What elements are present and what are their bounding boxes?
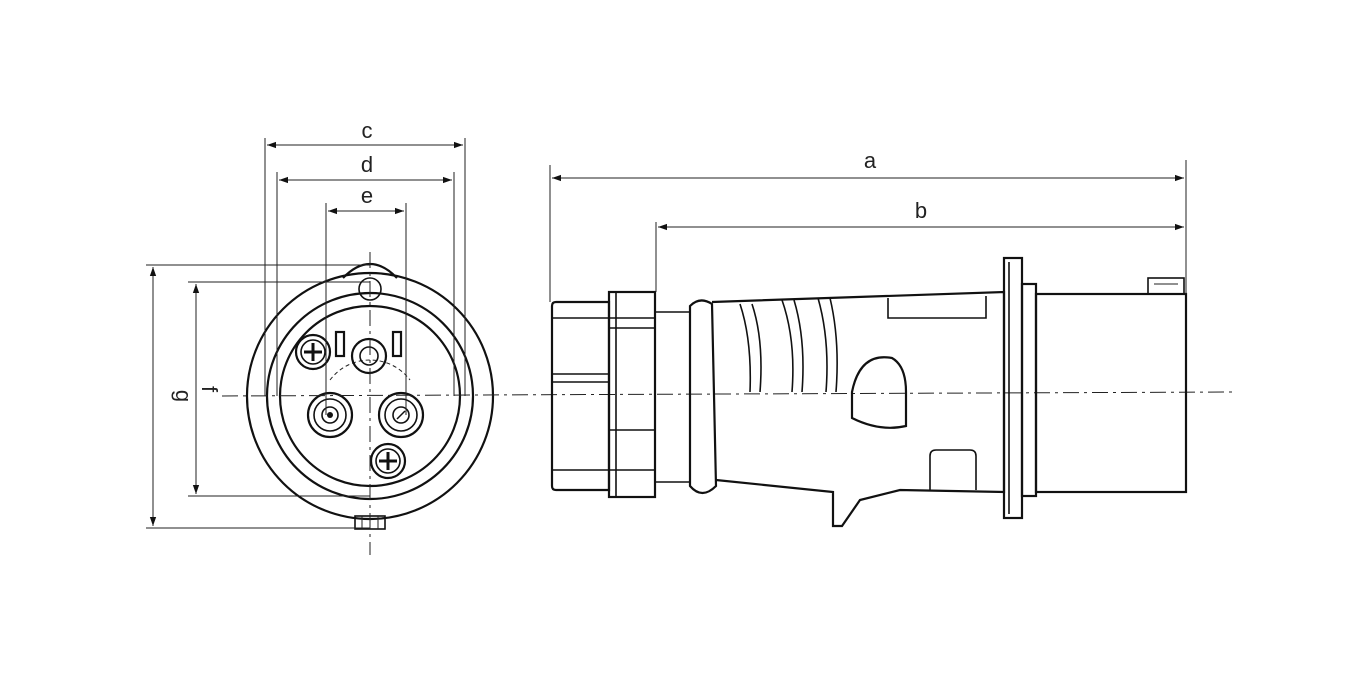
marker-right bbox=[391, 330, 403, 358]
grip-ridge-3 bbox=[781, 299, 794, 393]
dim-f-label: f bbox=[197, 386, 222, 393]
marker-left bbox=[334, 330, 346, 358]
screw-bottom-right-icon bbox=[369, 442, 407, 480]
earth-pin bbox=[350, 337, 388, 375]
front-view bbox=[245, 252, 495, 555]
dim-b-label: b bbox=[915, 198, 927, 223]
finger-dome bbox=[850, 356, 908, 429]
rear-flange bbox=[1002, 256, 1024, 520]
handle-body bbox=[711, 290, 1006, 528]
dim-d-label: d bbox=[361, 152, 373, 177]
grip-ridge-2 bbox=[751, 303, 762, 393]
grip-ridge-6 bbox=[829, 297, 838, 393]
pin-pattern-hidden-circle bbox=[329, 359, 411, 381]
front-cap bbox=[550, 300, 611, 492]
grip-ridge-1 bbox=[739, 303, 752, 393]
bottom-notch bbox=[929, 449, 977, 490]
top-slot bbox=[887, 296, 987, 319]
coupling-ring bbox=[607, 290, 657, 499]
grip-ridge-5 bbox=[817, 297, 828, 393]
sealing-collar bbox=[688, 299, 718, 495]
dim-c-label: c bbox=[362, 118, 373, 143]
main-centerline bbox=[221, 391, 1233, 397]
grip-ridge-4 bbox=[793, 299, 804, 393]
side-view bbox=[550, 256, 1188, 528]
rear-clip bbox=[1147, 277, 1185, 295]
side-dimensions: a b bbox=[549, 148, 1187, 302]
dim-e-label: e bbox=[361, 183, 373, 208]
key-notch bbox=[358, 277, 382, 301]
screw-top-left-icon bbox=[294, 333, 332, 371]
front-dimensions: c d e g f bbox=[146, 118, 466, 529]
power-pin-right bbox=[377, 391, 425, 439]
dim-a-label: a bbox=[864, 148, 877, 173]
rear-housing bbox=[1034, 292, 1188, 494]
dim-g-label: g bbox=[171, 390, 196, 402]
power-pin-left bbox=[306, 391, 354, 439]
flange-step bbox=[1020, 282, 1038, 498]
